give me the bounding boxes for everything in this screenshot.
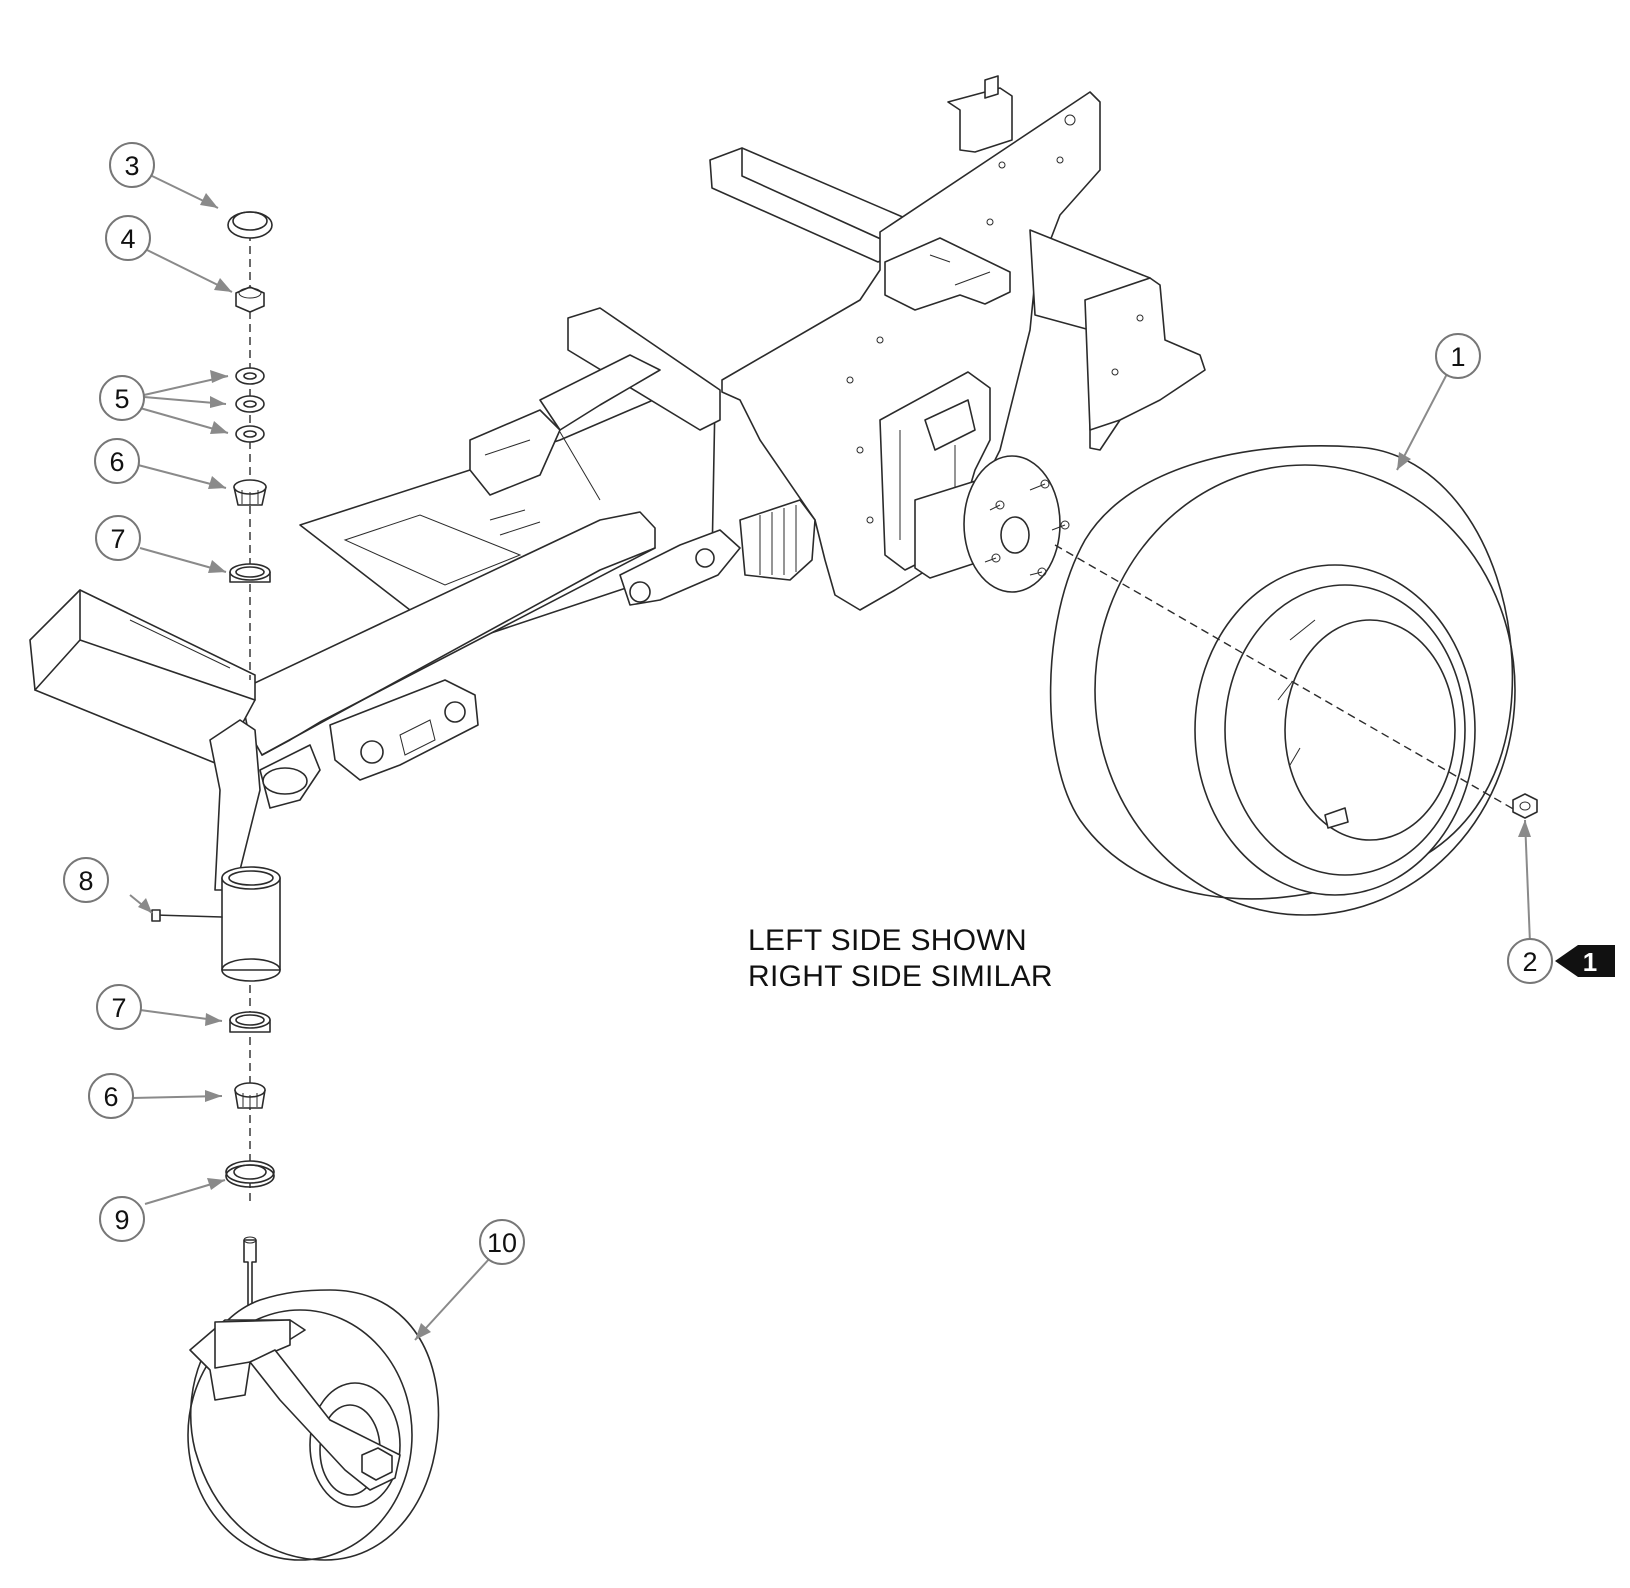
mower-frame bbox=[29, 75, 1206, 891]
callout-7-upper-label: 7 bbox=[110, 524, 125, 554]
callout-2: 2 bbox=[1507, 938, 1553, 984]
note-left-side-shown: LEFT SIDE SHOWN bbox=[748, 924, 1027, 957]
callout-3-label: 3 bbox=[124, 151, 139, 181]
callout-leaders bbox=[129, 174, 1531, 1341]
callout-8: 8 bbox=[63, 857, 109, 903]
callout-6-upper: 6 bbox=[94, 438, 140, 484]
callout-6-upper-label: 6 bbox=[109, 447, 124, 477]
caster-wheel bbox=[187, 1236, 440, 1561]
callout-9-label: 9 bbox=[114, 1205, 129, 1235]
callout-4: 4 bbox=[105, 215, 151, 261]
callout-4-label: 4 bbox=[120, 224, 135, 254]
wheel-hub bbox=[914, 455, 1070, 593]
callout-1-label: 1 bbox=[1450, 342, 1465, 372]
callout-2-label: 2 bbox=[1522, 947, 1537, 977]
callout-5-label: 5 bbox=[114, 384, 129, 414]
lug-nut bbox=[1512, 793, 1538, 819]
caster-fork-assembly bbox=[151, 211, 281, 1205]
reference-tag: 1 bbox=[1555, 945, 1615, 977]
callout-10-label: 10 bbox=[487, 1228, 517, 1258]
callout-5: 5 bbox=[99, 375, 145, 421]
callout-7-lower-label: 7 bbox=[111, 993, 126, 1023]
note-right-side-similar: RIGHT SIDE SIMILAR bbox=[748, 960, 1053, 993]
callout-7-upper: 7 bbox=[95, 515, 141, 561]
rear-drive-tire bbox=[1049, 445, 1516, 916]
callout-9: 9 bbox=[99, 1196, 145, 1242]
callout-7-lower: 7 bbox=[96, 984, 142, 1030]
callout-10: 10 bbox=[479, 1219, 525, 1265]
callout-6-lower: 6 bbox=[88, 1073, 134, 1119]
callout-3: 3 bbox=[109, 142, 155, 188]
reference-tag-label: 1 bbox=[1583, 947, 1597, 977]
callout-6-lower-label: 6 bbox=[103, 1082, 118, 1112]
callout-8-label: 8 bbox=[78, 866, 93, 896]
callout-1: 1 bbox=[1435, 333, 1481, 379]
